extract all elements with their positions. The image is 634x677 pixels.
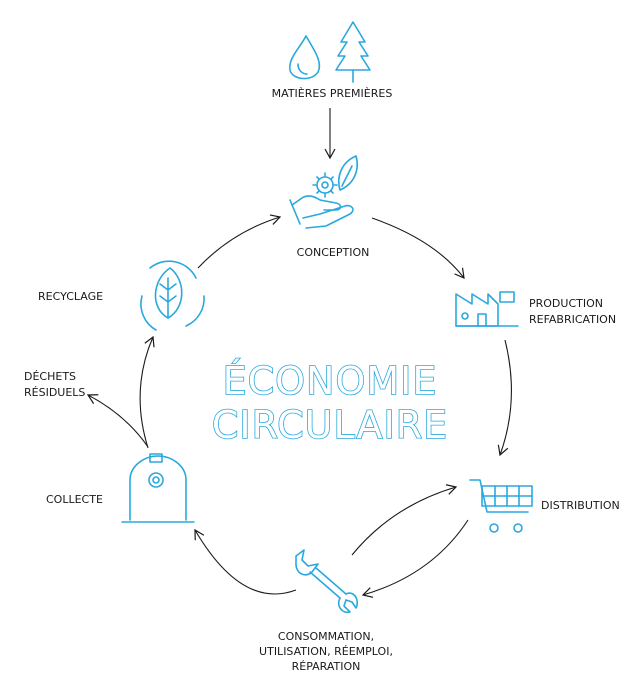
collection-bin-icon (121, 453, 195, 523)
arrow-consumption-to-collect (194, 528, 297, 595)
arrow-distribution-to-consumption (361, 519, 469, 598)
label-conception: CONCEPTION (297, 246, 370, 259)
water-drop-icon (289, 35, 321, 80)
label-consumption-line3: RÉPARATION (292, 660, 361, 673)
shopping-cart-icon (469, 479, 533, 533)
arrow-collect-to-residual-waste (86, 394, 149, 448)
factory-icon (455, 291, 519, 327)
label-collect: COLLECTE (46, 493, 103, 506)
cycle-arrows (86, 108, 512, 598)
label-recycling: RECYCLAGE (38, 290, 103, 303)
label-raw-materials: MATIÈRES PREMIÈRES (272, 87, 393, 100)
hand-gear-leaf-icon (289, 155, 358, 229)
label-distribution: DISTRIBUTION (541, 499, 620, 512)
arrow-production-to-distribution (497, 339, 512, 457)
arrow-collect-to-recycling (139, 335, 155, 449)
label-refabrication: REFABRICATION (529, 313, 616, 326)
tree-icon (335, 21, 371, 83)
title-line2: CIRCULAIRE (212, 403, 448, 447)
arrow-recycling-to-conception (197, 214, 282, 269)
recycle-leaf-icon (140, 260, 205, 331)
wrench-icon (295, 549, 359, 614)
label-consumption-line1: CONSOMMATION, (278, 630, 374, 643)
label-residual-waste-line1: DÉCHETS (24, 370, 76, 383)
arrow-conception-to-production (371, 217, 465, 279)
title-line1: ÉCONOMIE (223, 359, 438, 403)
label-production: PRODUCTION (529, 297, 603, 310)
arrow-consumption-to-distribution (351, 484, 458, 556)
label-residual-waste-line2: RÉSIDUELS (24, 386, 85, 399)
label-consumption-line2: UTILISATION, RÉEMPLOI, (259, 645, 393, 658)
